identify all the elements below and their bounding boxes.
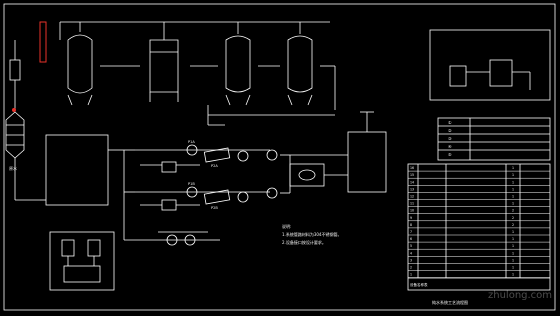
detail-view bbox=[429, 29, 551, 101]
note-1: 1.系统管路材料为304不锈钢管。 bbox=[282, 231, 341, 237]
table-row-qty: 1 bbox=[512, 195, 514, 199]
red-indicator bbox=[12, 108, 16, 112]
pure-water-tank bbox=[347, 131, 387, 193]
left-inlet-label: 原水 bbox=[9, 165, 17, 171]
pump-1b bbox=[186, 186, 198, 198]
equipment-label-p1a: P1A bbox=[188, 140, 195, 144]
membrane-a bbox=[203, 147, 231, 163]
table-row-number: 13 bbox=[410, 187, 414, 191]
table-row-number: 11 bbox=[410, 202, 414, 206]
table-row-qty: 1 bbox=[512, 173, 514, 177]
tank-1 bbox=[67, 34, 93, 94]
table-footer: 设备名称表 bbox=[410, 282, 428, 287]
table-row-number: 2 bbox=[410, 266, 412, 270]
table-row-qty: 1 bbox=[512, 244, 514, 248]
notes-title: 说明: bbox=[282, 223, 291, 229]
table-row-qty: 1 bbox=[512, 266, 514, 270]
table-row-qty: 2 bbox=[512, 216, 514, 220]
raw-water-tank bbox=[45, 134, 109, 206]
drawing-border bbox=[3, 3, 556, 311]
table-row-qty: 1 bbox=[512, 202, 514, 206]
table-row-number: 6 bbox=[410, 237, 412, 241]
legend-symbol: ② bbox=[448, 128, 452, 133]
pump-1a bbox=[186, 144, 198, 156]
uv-a bbox=[266, 149, 278, 161]
pump-3b bbox=[184, 234, 196, 246]
drawing-title: 纯水系统工艺流程图 bbox=[432, 299, 468, 305]
note-2: 2.设备接口按设计要求。 bbox=[282, 239, 326, 245]
tank-2 bbox=[149, 39, 179, 93]
table-row-number: 9 bbox=[410, 216, 412, 220]
table-row-number: 10 bbox=[410, 209, 414, 213]
legend-symbol: ④ bbox=[448, 144, 452, 149]
table-row-number: 12 bbox=[410, 195, 414, 199]
table-row-qty: 1 bbox=[512, 187, 514, 191]
pump-2b bbox=[237, 191, 249, 203]
table-row-number: 16 bbox=[410, 166, 414, 170]
watermark: zhulong.com bbox=[488, 290, 552, 301]
table-row-number: 3 bbox=[410, 258, 412, 262]
table-row-number: 1 bbox=[410, 273, 412, 277]
tank-4 bbox=[287, 35, 313, 93]
membrane-b bbox=[203, 189, 231, 205]
filter-a bbox=[161, 161, 177, 173]
legend-symbol: ③ bbox=[448, 136, 452, 141]
pump-3a bbox=[166, 234, 178, 246]
equipment-label-p1b: P1B bbox=[188, 182, 195, 186]
polisher bbox=[289, 163, 325, 187]
legend-table bbox=[437, 117, 551, 161]
parts-table bbox=[407, 163, 551, 291]
equipment-label-p2b: P2B bbox=[211, 206, 218, 210]
table-row-qty: 2 bbox=[512, 223, 514, 227]
vertical-label-box bbox=[39, 21, 47, 63]
filter-b bbox=[161, 199, 177, 211]
table-row-qty: 1 bbox=[512, 273, 514, 277]
dosing-unit bbox=[49, 231, 115, 291]
legend-symbol: ⑤ bbox=[448, 152, 452, 157]
table-row-number: 4 bbox=[410, 251, 412, 255]
table-row-number: 5 bbox=[410, 244, 412, 248]
table-row-number: 15 bbox=[410, 173, 414, 177]
table-row-qty: 1 bbox=[512, 230, 514, 234]
tank-3 bbox=[225, 35, 251, 93]
table-row-qty: 1 bbox=[512, 237, 514, 241]
left-filter bbox=[9, 59, 21, 81]
table-row-qty: 1 bbox=[512, 180, 514, 184]
table-row-qty: 1 bbox=[512, 251, 514, 255]
uv-b bbox=[266, 187, 278, 199]
table-row-number: 7 bbox=[410, 230, 412, 234]
table-row-qty: 2 bbox=[512, 209, 514, 213]
legend-symbol: ① bbox=[448, 120, 452, 125]
table-row-qty: 1 bbox=[512, 166, 514, 170]
table-row-number: 8 bbox=[410, 223, 412, 227]
table-row-qty: 1 bbox=[512, 258, 514, 262]
equipment-label-p2a: P2A bbox=[211, 164, 218, 168]
pump-2a bbox=[237, 150, 249, 162]
table-row-number: 14 bbox=[410, 180, 414, 184]
